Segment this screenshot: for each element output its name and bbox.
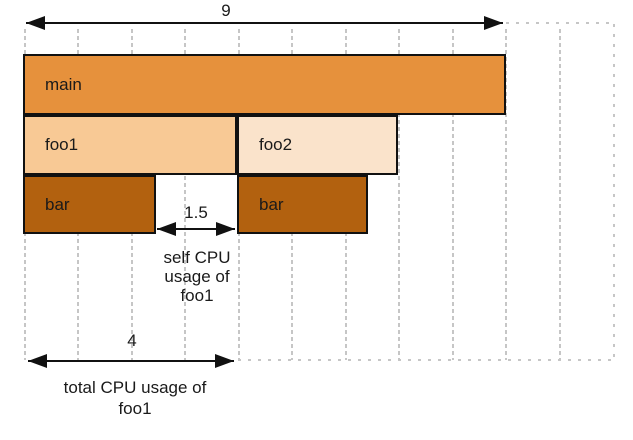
frame-bar-right: bar — [237, 175, 368, 234]
gridline — [559, 29, 561, 360]
frame-foo1: foo1 — [23, 115, 237, 175]
total-cpu-value: 4 — [127, 331, 137, 350]
self-cpu-caption-line: self CPU — [163, 248, 231, 267]
frame-bar-right-label: bar — [259, 194, 284, 214]
total-span-value: 9 — [221, 1, 231, 20]
frame-foo1-label: foo1 — [45, 135, 79, 154]
total-cpu-caption-line: foo1 — [118, 399, 152, 418]
self-cpu-caption: self CPU usage of foo1 — [142, 248, 252, 305]
gridline — [184, 29, 186, 360]
arrowhead-right-icon — [216, 222, 235, 236]
dotted-line-bottom — [238, 359, 615, 361]
frame-foo2: foo2 — [237, 115, 398, 175]
frame-main-label: main — [45, 74, 82, 94]
gridline — [505, 29, 507, 360]
gridline — [452, 29, 454, 360]
total-cpu-caption-line: total CPU usage of — [63, 378, 207, 397]
total-cpu-caption: total CPU usage of foo1 — [30, 377, 240, 419]
self-cpu-arrow — [157, 222, 235, 236]
arrowhead-right-icon — [215, 354, 234, 368]
self-cpu-caption-line: foo1 — [180, 286, 214, 305]
arrowhead-left-icon — [157, 222, 176, 236]
dotted-line-top — [506, 22, 615, 24]
self-cpu-caption-line: usage of — [164, 267, 230, 286]
arrowhead-left-icon — [28, 354, 47, 368]
total-span-arrow — [26, 16, 503, 30]
frame-foo2-label: foo2 — [259, 135, 293, 154]
gridline — [398, 29, 400, 360]
total-cpu-arrow — [28, 354, 234, 368]
frame-main: main — [23, 54, 506, 115]
arrowhead-left-icon — [26, 16, 45, 30]
self-cpu-value: 1.5 — [184, 203, 208, 222]
frame-bar-left-label: bar — [45, 194, 70, 214]
dotted-line-right — [613, 24, 615, 360]
arrowhead-right-icon — [484, 16, 503, 30]
frame-bar-left: bar — [23, 175, 156, 234]
